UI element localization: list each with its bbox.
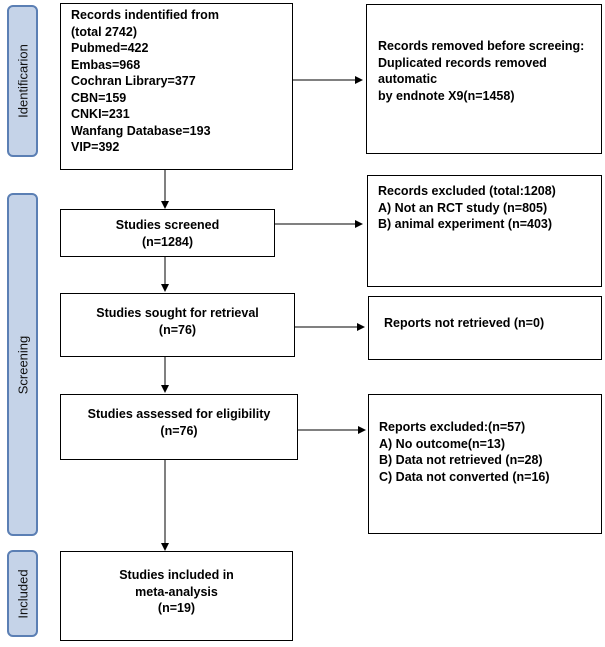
phase-identification-label: Identificarion xyxy=(15,44,30,118)
records-identified-line: VIP=392 xyxy=(71,140,120,154)
reports-excluded-line: Reports excluded:(n=57) xyxy=(379,420,526,434)
records-excluded-line: A) Not an RCT study (n=805) xyxy=(378,200,548,215)
records-identified-line: Cochran Library=377 xyxy=(71,74,196,88)
records-removed-line: by endnote X9(n=1458) xyxy=(378,88,515,103)
reports-excluded-line: B) Data not retrieved (n=28) xyxy=(379,453,543,467)
records-removed-line: automatic xyxy=(378,72,438,86)
studies-screened-line: (n=1284) xyxy=(141,234,194,249)
reports-excluded-line: C) Data not converted (n=16) xyxy=(379,469,550,484)
sought-retrieval-box: Studies sought for retrieval (n=76) xyxy=(60,293,295,357)
studies-screened-box: Studies screened (n=1284) xyxy=(60,209,275,257)
records-removed-line: Records removed before screeing: xyxy=(378,39,585,53)
records-removed-line: Duplicated records removed xyxy=(378,55,547,70)
records-excluded-box: Records excluded (total:1208) A) Not an … xyxy=(367,175,602,287)
records-identified-line: CNKI=231 xyxy=(71,107,130,121)
sought-retrieval-line: Studies sought for retrieval xyxy=(96,306,259,320)
records-identified-box: Records indentified from (total 2742) Pu… xyxy=(60,3,293,170)
not-retrieved-box: Reports not retrieved (n=0) xyxy=(368,296,602,360)
records-excluded-line: Records excluded (total:1208) xyxy=(378,184,556,198)
phase-included: Included xyxy=(7,550,38,637)
records-removed-box: Records removed before screeing: Duplica… xyxy=(366,4,602,154)
records-identified-line: (total 2742) xyxy=(71,24,137,39)
not-retrieved-line: Reports not retrieved (n=0) xyxy=(384,316,545,330)
phase-screening-label: Screening xyxy=(15,335,30,394)
records-identified-line: CBN=159 xyxy=(71,90,127,105)
included-studies-box: Studies included in meta-analysis (n=19) xyxy=(60,551,293,641)
assessed-eligibility-line: (n=76) xyxy=(160,423,198,438)
records-excluded-line: B) animal experiment (n=403) xyxy=(378,217,553,231)
included-studies-line: Studies included in xyxy=(119,568,234,582)
phase-identification: Identificarion xyxy=(7,5,38,157)
phase-included-label: Included xyxy=(15,568,30,619)
records-identified-line: Pubmed=422 xyxy=(71,41,149,55)
phase-screening: Screening xyxy=(7,193,38,536)
records-identified-line: Wanfang Database=193 xyxy=(71,123,211,138)
records-identified-line: Records indentified from xyxy=(71,8,219,22)
included-studies-line: (n=19) xyxy=(157,601,196,615)
included-studies-line: meta-analysis xyxy=(135,584,218,599)
sought-retrieval-line: (n=76) xyxy=(158,322,197,337)
studies-screened-line: Studies screened xyxy=(115,218,220,232)
assessed-eligibility-box: Studies assessed for eligibility (n=76) xyxy=(60,394,298,460)
reports-excluded-line: A) No outcome(n=13) xyxy=(379,436,506,451)
records-identified-line: Embas=968 xyxy=(71,57,141,72)
reports-excluded-box: Reports excluded:(n=57) A) No outcome(n=… xyxy=(368,394,602,534)
assessed-eligibility-line: Studies assessed for eligibility xyxy=(87,407,271,421)
